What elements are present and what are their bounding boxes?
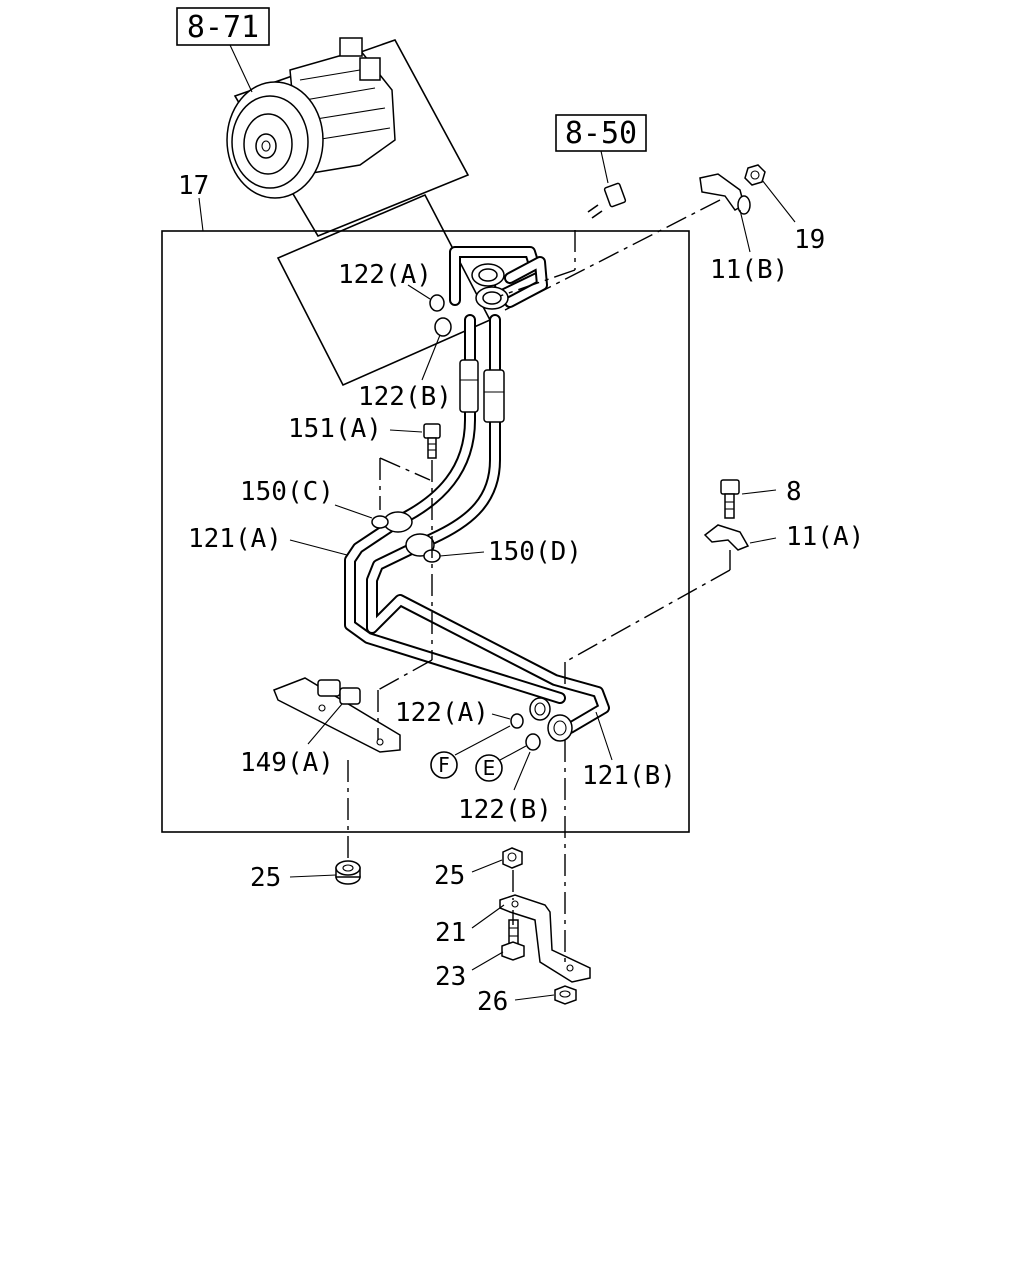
callout-e-text: E xyxy=(483,756,496,780)
bolt-8-50 xyxy=(587,182,627,219)
label-121b: 121(B) xyxy=(582,761,676,791)
nut-19 xyxy=(744,164,766,186)
nut-25-left xyxy=(335,860,361,885)
nut-26 xyxy=(554,985,577,1005)
oring-122a-bot xyxy=(510,713,524,729)
label-23: 23 xyxy=(435,962,466,992)
label-149a: 149(A) xyxy=(240,748,334,778)
oring-122a-top xyxy=(429,294,445,312)
label-122a-top: 122(A) xyxy=(338,260,432,290)
ref-box-8-71: 8-71 xyxy=(176,7,270,46)
label-122b-top: 122(B) xyxy=(358,382,452,412)
label-25-left: 25 xyxy=(250,863,281,893)
compressor-illustration xyxy=(226,37,470,238)
ref-8-71-text: 8-71 xyxy=(187,10,259,45)
label-150d: 150(D) xyxy=(488,537,582,567)
bracket-149a xyxy=(273,677,401,753)
label-122a-bot: 122(A) xyxy=(395,698,489,728)
ref-8-50-text: 8-50 xyxy=(565,116,637,151)
label-19: 19 xyxy=(794,225,825,255)
label-121a: 121(A) xyxy=(188,524,282,554)
bolt-8 xyxy=(720,479,740,519)
callout-e: E xyxy=(475,754,503,782)
label-150c: 150(C) xyxy=(240,477,334,507)
nut-25-right xyxy=(502,847,523,869)
label-21: 21 xyxy=(435,918,466,948)
label-26: 26 xyxy=(477,987,508,1017)
label-151a: 151(A) xyxy=(288,414,382,444)
oring-122b-bot xyxy=(525,733,541,751)
label-25-right: 25 xyxy=(434,861,465,891)
bolt-151a xyxy=(423,423,441,459)
label-8: 8 xyxy=(786,477,802,507)
callout-f-text: F xyxy=(438,753,450,777)
label-assembly-17: 17 xyxy=(178,171,209,201)
oring-122b-top xyxy=(434,317,452,337)
label-11a: 11(A) xyxy=(786,522,864,552)
assembly-frame xyxy=(161,230,690,833)
bolt-23 xyxy=(501,919,525,961)
label-11b: 11(B) xyxy=(710,255,788,285)
label-122b-bot: 122(B) xyxy=(458,795,552,825)
pipe-121b xyxy=(366,314,610,734)
pipe-121a xyxy=(344,314,566,704)
clamp-150c xyxy=(371,511,413,533)
clip-11a xyxy=(703,524,750,551)
bracket-21 xyxy=(499,894,591,983)
callout-f: F xyxy=(430,751,458,779)
ref-box-8-50: 8-50 xyxy=(555,114,647,152)
clip-11b xyxy=(699,173,751,215)
